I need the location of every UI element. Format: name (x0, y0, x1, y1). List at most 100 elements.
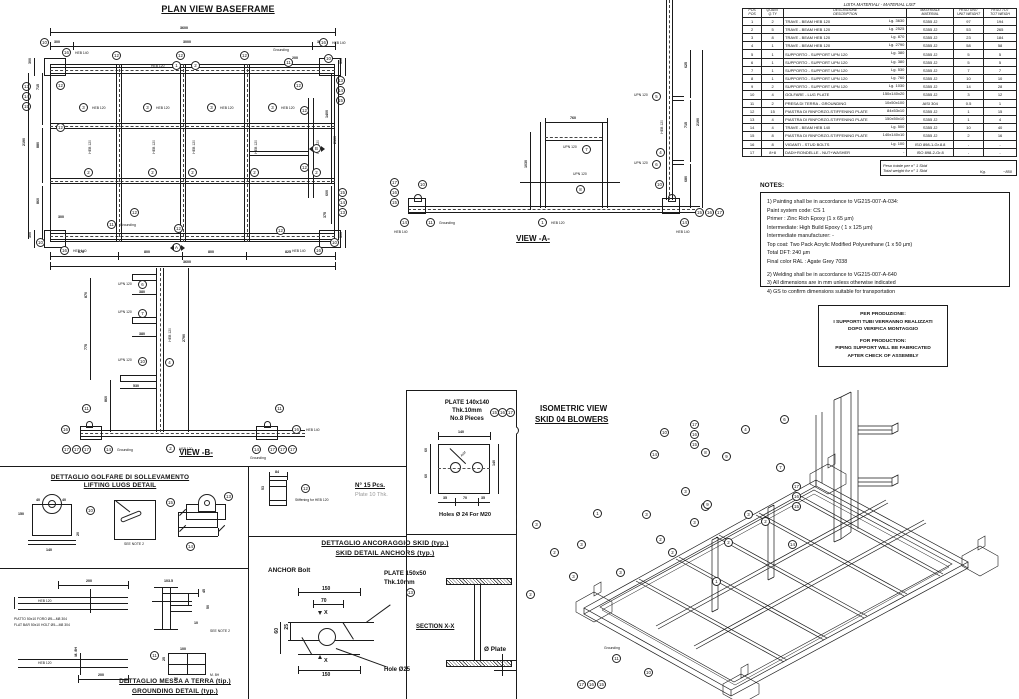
plan-dim-715: 715 (36, 84, 40, 90)
view-a-dim-760: 760 (570, 116, 576, 120)
view-a-balloon-10l: 10 (418, 180, 427, 189)
cell-pos: 5 (741, 49, 763, 59)
cell-tot-weight: 12 (983, 90, 1017, 100)
plan-dim-800b: 800 (208, 250, 214, 254)
plate140-dim-140a: 140 (458, 430, 464, 434)
balloon-11-bottom: 11 (107, 220, 116, 229)
cell-qty: 15 (761, 106, 785, 116)
section-marker-a: A (170, 243, 185, 253)
view-b-dim-530: 530 (133, 384, 139, 388)
view-a-grounding: Grounding (439, 221, 455, 225)
cell-material: ISO 898-2-Gr.8 (906, 147, 954, 157)
view-b-balloon-4: 4 (165, 358, 174, 367)
view-b-balloon-16l: 17 (72, 445, 81, 454)
balloon-12k: 12 (276, 226, 285, 235)
gnd-note-it: PIATTO 50x10 FORO Ø5—M8 304 (14, 617, 68, 621)
view-b-balloon-11l: 14 (104, 445, 113, 454)
grounding-title-it: DETTAGLIO MESSA A TERRA (tip.) (119, 678, 231, 685)
iso-balloon-3g: 3 (532, 520, 541, 529)
cell-qty: 1 (761, 41, 785, 51)
gnd-dim-103: 103.5 (164, 579, 173, 583)
view-a-heb120-base: HEB 120 (551, 221, 565, 225)
balloon-17-right: 15 (336, 96, 345, 105)
iso-balloon-14a: 14 (650, 450, 659, 459)
balloon-16-r2: 14 (338, 198, 347, 207)
view-b-balloon-7: 10 (138, 357, 147, 366)
balloon-17-left: 15 (22, 102, 31, 111)
view-a-balloon-6: 5 (652, 92, 661, 101)
beam-label-v-1: HEB 120 (88, 140, 92, 154)
view-b-upn120-3: UPN 120 (118, 358, 132, 362)
lug-balloon-13: 13 (224, 492, 233, 501)
cell-pos: 15 (741, 131, 763, 141)
production-note-line: FOR PRODUCTION: (859, 338, 907, 344)
balloon-12d: 12 (56, 81, 65, 90)
cell-tot-weight: - (983, 147, 1017, 157)
view-a-heb140-r: HEB 140 (676, 230, 690, 234)
cell-qty: 1 (761, 73, 785, 84)
iso-balloon-10a: 10 (660, 428, 669, 437)
cell-pos: 9 (741, 82, 763, 92)
balloon-3b: 3 (143, 103, 152, 112)
cell-material: S355 J2 (906, 65, 954, 76)
view-a-balloon-4: 4 (656, 148, 665, 157)
cell-material: S355 J2 (906, 82, 954, 92)
view-a-balloon-5: 7 (582, 145, 591, 154)
balloon-10-tl: 10 (40, 38, 49, 47)
anchor-x-top: X (324, 610, 328, 616)
view-b-balloon-14l: 16 (61, 425, 70, 434)
balloon-3d: 3 (268, 103, 277, 112)
view-a-dim-2190: 2190 (696, 118, 700, 126)
plan-dim-3000: 3000 (183, 40, 191, 44)
balloon-10-br: 10 (330, 238, 339, 247)
beam-label-heb120-3: HEB 120 (220, 106, 234, 110)
view-a-balloon-15r: 15 (695, 208, 704, 217)
view-a-balloon-15l: 15 (390, 198, 399, 207)
cell-material: AISI 304 (906, 98, 954, 108)
anchor-section-label: SECTION X-X (416, 624, 455, 630)
balloon-2c: 2 (188, 168, 197, 177)
view-b-dim-2790: 2790 (182, 334, 186, 342)
balloon-15-left: 13 (22, 82, 31, 91)
view-b-heb140-r: HEB 140 (306, 428, 320, 432)
total-weight-value: ~850 (1002, 169, 1012, 174)
production-note-line: DOPO VERIFICA MONTAGGIO (847, 327, 919, 333)
iso-balloon-3f: 3 (744, 510, 753, 519)
gnd-dim-45: 45 (202, 589, 206, 593)
plate140-holes-note: Holes Ø 24 For M20 (439, 512, 491, 518)
iso-balloon-1b: 1 (593, 509, 602, 518)
beam-label-heb120-1: HEB 120 (92, 106, 106, 110)
view-b-balloon-17l: 17 (62, 445, 71, 454)
cell-material: S355 J2 (906, 49, 954, 59)
plate140-dim-60b: 60 (424, 474, 428, 478)
cell-tot-weight: 5 (983, 57, 1017, 67)
view-b-balloon-5: 6 (138, 280, 147, 289)
cell-qty: 8+8 (761, 147, 785, 157)
iso-balloon-14b: 14 (788, 540, 797, 549)
plan-dim-825: 825 (285, 250, 291, 254)
balloon-3: 3 (79, 103, 88, 112)
anchor-x-bottom: X (324, 658, 328, 664)
stiff-dim-53: 53 (261, 486, 265, 490)
balloon-12j: 12 (174, 224, 183, 233)
view-b-dim-380a: 380 (139, 290, 145, 294)
note-line: Primer : Zinc Rich Epoxy (1 x 65 µm) (767, 216, 854, 223)
lug-balloon-15: 15 (166, 498, 175, 507)
cell-unit-weight: 10 (952, 123, 985, 133)
stiff-balloon-12: 12 (301, 484, 310, 493)
isometric-drawing: 1 2 3 3 2 3 2 1 3 3 2 1 3 2 8 9 9 4 6 7 … (516, 390, 1019, 699)
iso-balloon-16a: 16 (690, 430, 699, 439)
view-b-grounding-right: Grounding (250, 456, 266, 460)
